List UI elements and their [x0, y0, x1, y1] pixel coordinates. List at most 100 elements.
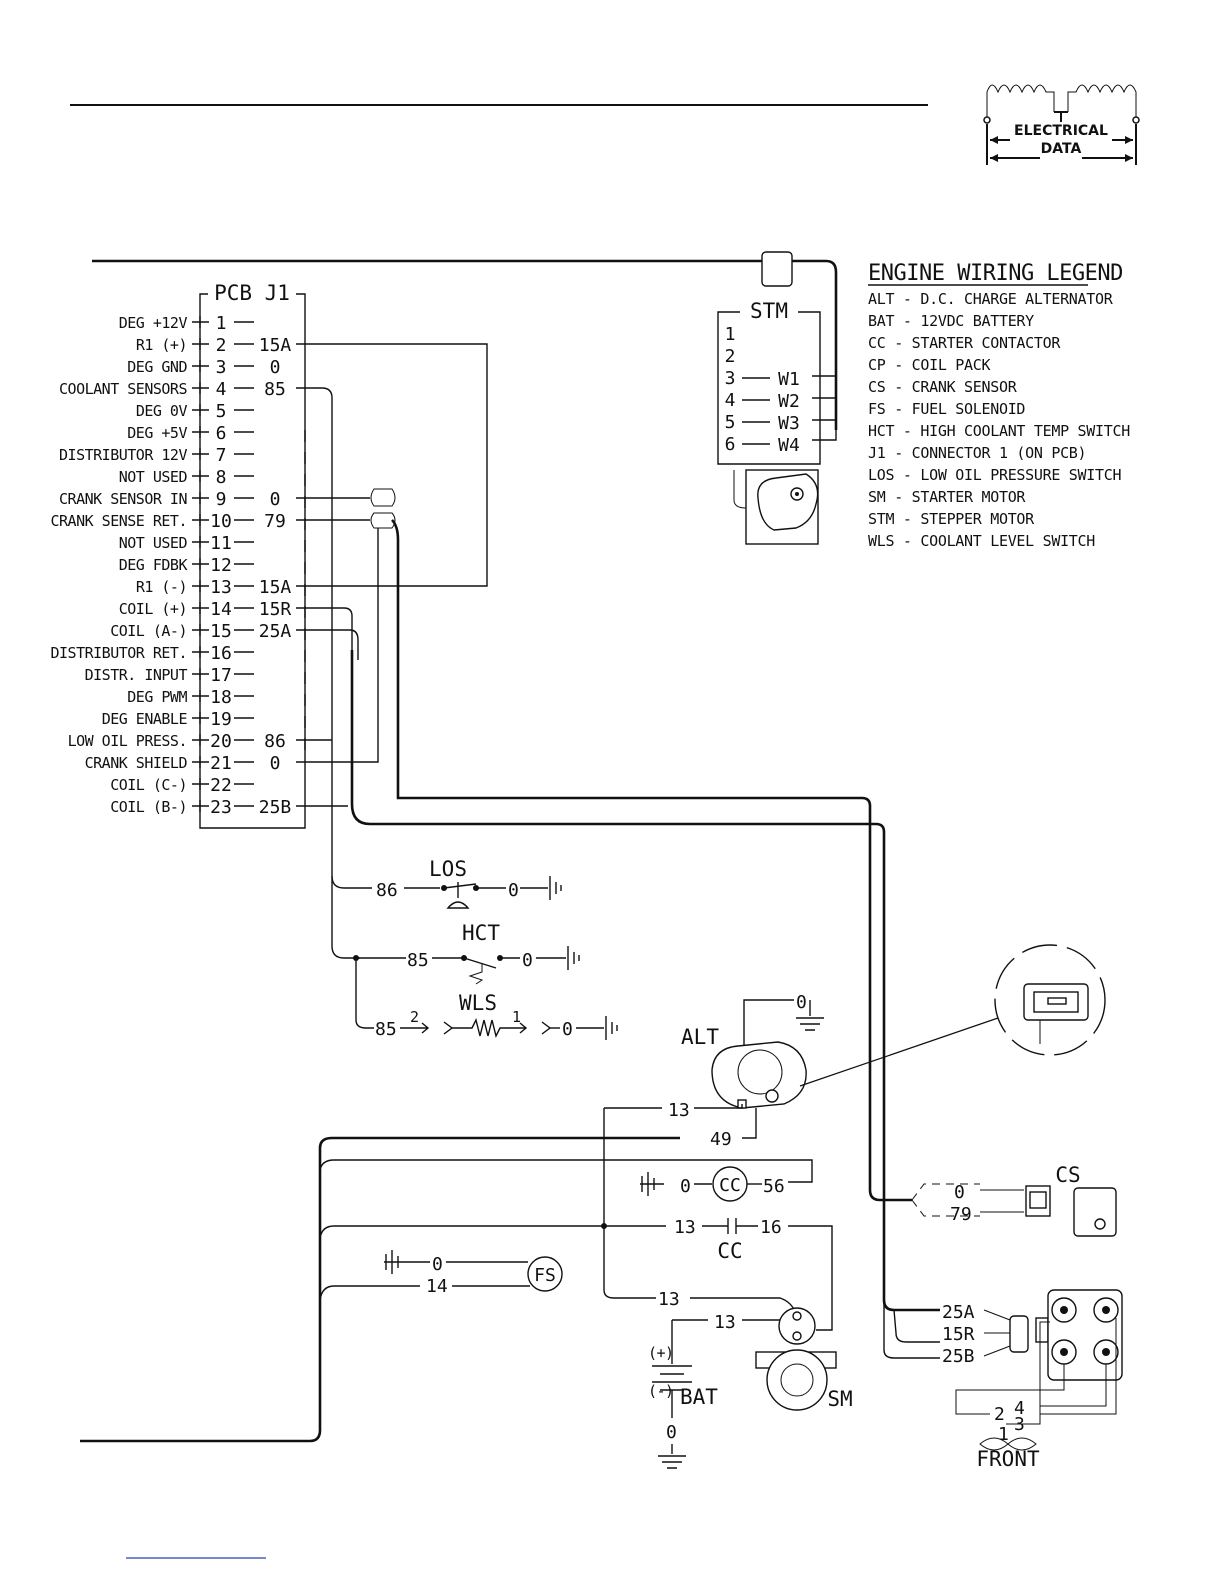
wls-wire-in: 85 — [375, 1019, 397, 1040]
cc-top-left: 0 — [680, 1176, 691, 1197]
bat-ground: 0 — [666, 1422, 677, 1443]
legend-item: BAT - 12VDC BATTERY — [868, 312, 1034, 330]
pcb-pin-number: 19 — [210, 709, 232, 730]
pcb-pin-row: DEG ENABLE 19 — [102, 709, 254, 730]
sm-wire-13b: 13 — [714, 1312, 736, 1333]
pcb-pin-row: NOT USED 8 — [119, 467, 254, 488]
pcb-pin-name: COOLANT SENSORS — [59, 380, 187, 398]
legend-item: CP - COIL PACK — [868, 356, 991, 374]
cc-top-right: 56 — [763, 1176, 785, 1197]
electrical-data-badge: ELECTRICAL DATA — [983, 84, 1140, 165]
pcb-pin-name: CRANK SENSE RET. — [51, 512, 188, 530]
fuel-solenoid-fs: 0 FS 14 — [384, 1250, 563, 1297]
bat-minus: (-) — [648, 1382, 674, 1400]
starter-contactor-cc-coil: 0 CC 56 — [640, 1166, 785, 1202]
wls-label: WLS — [459, 991, 497, 1015]
cp-n1: 1 — [998, 1424, 1009, 1445]
pcb-pin-name: LOW OIL PRESS. — [68, 732, 187, 750]
stm-pin-row: 6 W4 — [725, 434, 800, 456]
stm-pin-number: 2 — [725, 346, 736, 367]
pcb-pin-row: COIL (C-)22 — [110, 775, 254, 796]
pcb-pin-name: DEG PWM — [127, 688, 187, 706]
top-harness — [92, 259, 838, 430]
pcb-pin-name: DEG FDBK — [119, 556, 188, 574]
pcb-pin-number: 17 — [210, 665, 232, 686]
cp-wire-25b: 25B — [942, 1346, 975, 1367]
legend-item: LOS - LOW OIL PRESSURE SWITCH — [868, 466, 1121, 484]
pcb-pin-number: 12 — [210, 555, 232, 576]
pcb-pin-number: 9 — [216, 489, 227, 510]
high-coolant-temp-switch: HCT 85 0 — [353, 921, 580, 985]
pcb-pin-wire: 79 — [264, 511, 286, 532]
stm-pin-wire: W1 — [778, 369, 800, 390]
pcb-pin-wire: 25A — [259, 621, 292, 642]
pcb-pin-number: 20 — [210, 731, 232, 752]
pcb-pin-number: 4 — [216, 379, 227, 400]
pcb-pin-number: 8 — [216, 467, 227, 488]
pcb-pin-number: 3 — [216, 357, 227, 378]
pcb-pin-number: 5 — [216, 401, 227, 422]
pcb-pin-name: DEG ENABLE — [102, 710, 188, 728]
pcb-pin-number: 14 — [210, 599, 232, 620]
starter-contactor-cc-contact: 13 16 CC — [674, 1217, 833, 1331]
alt-label: ALT — [681, 1025, 719, 1049]
alt-ground: 0 — [796, 992, 807, 1013]
pcb-pin-row: DEG GND 3 0 — [127, 357, 280, 378]
legend-item: CS - CRANK SENSOR — [868, 378, 1018, 396]
pcb-pin-name: DISTRIBUTOR RET. — [51, 644, 188, 662]
cs-wire-79: 79 — [950, 1204, 972, 1225]
stm-pin-wire: W3 — [778, 413, 800, 434]
badge-line2: DATA — [1041, 141, 1082, 157]
legend-item: WLS - COOLANT LEVEL SWITCH — [868, 532, 1095, 550]
pcb-pin-name: R1 (+) — [136, 336, 187, 354]
pcb-pin-row: COOLANT SENSORS 4 85 — [59, 379, 286, 400]
stm-pin-row: 2 — [725, 346, 736, 367]
hct-wire-in: 85 — [407, 950, 429, 971]
pcb-pin-name: DEG GND — [127, 358, 187, 376]
pcb-pin-name: COIL (C-) — [110, 776, 187, 794]
pcb-pin-number: 16 — [210, 643, 232, 664]
pcb-pin-number: 1 — [216, 313, 227, 334]
pcb-pin-name: NOT USED — [119, 468, 188, 486]
hct-label: HCT — [462, 921, 500, 945]
pcb-pin-wire: 25B — [259, 797, 292, 818]
pcb-pin-name: CRANK SENSOR IN — [59, 490, 187, 508]
pcb-pin-number: 11 — [210, 533, 232, 554]
cc-mid-label: CC — [717, 1239, 742, 1263]
pcb-pin-wire: 85 — [264, 379, 286, 400]
legend-item: STM - STEPPER MOTOR — [868, 510, 1035, 528]
pcb-pin-number: 10 — [210, 511, 232, 532]
stm-pin-number: 1 — [725, 324, 736, 345]
stm-pin-wire: W4 — [778, 435, 800, 456]
legend-item: CC - STARTER CONTACTOR — [868, 334, 1061, 352]
pcb-pin-number: 6 — [216, 423, 227, 444]
stm-pin-number: 6 — [725, 434, 736, 455]
cp-n4: 4 — [1014, 1398, 1025, 1419]
alternator-alt: ALT 0 13 49 — [604, 992, 999, 1150]
hct-wire-out: 0 — [522, 950, 533, 971]
bat-plus: (+) — [648, 1344, 674, 1362]
pcb-pin-wire: 0 — [270, 357, 281, 378]
pcb-pin-row: DEG FDBK 12 — [119, 555, 254, 576]
coolant-level-switch: WLS 85 2 1 0 — [355, 958, 618, 1040]
legend-item: ALT - D.C. CHARGE ALTERNATOR — [868, 290, 1114, 308]
legend-item: HCT - HIGH COOLANT TEMP SWITCH — [868, 422, 1130, 440]
cp-n2: 2 — [994, 1404, 1005, 1425]
pcb-pin-number: 7 — [216, 445, 227, 466]
cc-mid-left: 13 — [674, 1217, 696, 1238]
pcb-pin-name: R1 (-) — [136, 578, 187, 596]
pcb-pin-number: 21 — [210, 753, 232, 774]
